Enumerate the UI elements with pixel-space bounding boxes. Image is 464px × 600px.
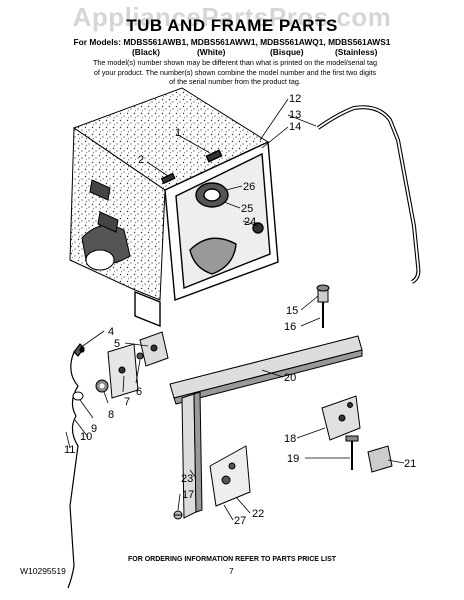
page-title: TUB AND FRAME PARTS: [126, 16, 338, 35]
callout-17: 17: [182, 489, 194, 501]
ordering-note: FOR ORDERING INFORMATION REFER TO PARTS …: [127, 556, 337, 563]
callout-2: 2: [138, 154, 144, 166]
hinge-support: [139, 331, 169, 367]
callout-6: 6: [136, 386, 142, 398]
leader-lines: [65, 98, 405, 521]
door-spring-assembly: [67, 343, 85, 589]
document-number: W10295519: [20, 566, 66, 576]
callout-1: 1: [175, 127, 181, 139]
stabilizer-bolt: [316, 284, 330, 328]
callout-9: 9: [91, 423, 97, 435]
callout-15: 15: [286, 305, 298, 317]
tub-front-frame: [134, 140, 279, 328]
callout-5: 5: [114, 338, 120, 350]
callout-13: 13: [289, 109, 301, 121]
color-white: (White): [197, 47, 226, 57]
door-gasket: [316, 105, 421, 284]
callout-10: 10: [80, 431, 92, 443]
page-number: 7: [229, 566, 234, 576]
callout-12: 12: [289, 93, 301, 105]
anchor-cover: [367, 445, 393, 473]
callout-18: 18: [284, 433, 296, 445]
door-bumper: [72, 391, 84, 401]
color-bisque: (Bisque): [270, 47, 304, 57]
callout-23: 23: [181, 473, 193, 485]
callout-22: 22: [252, 508, 264, 520]
callout-11: 11: [64, 444, 75, 456]
callout-16: 16: [284, 321, 296, 333]
callout-26: 26: [243, 181, 255, 193]
callout-25: 25: [241, 203, 253, 215]
color-stainless: (Stainless): [335, 47, 378, 57]
color-black: (Black): [132, 47, 160, 57]
callout-8: 8: [108, 409, 114, 421]
callout-24: 24: [244, 216, 256, 228]
callout-20: 20: [284, 372, 296, 384]
door-gasket-inner: [317, 106, 420, 283]
hinge-plate: [107, 343, 144, 399]
model-list: For Models: MDBS561AWB1, MDBS561AWW1, MD…: [73, 37, 391, 47]
front-trim-strip: [169, 335, 363, 405]
callout-14: 14: [289, 121, 301, 133]
anchor-bracket: [321, 395, 361, 470]
callout-labels: 1 2 4 5 6 7 8 9 10 11 12 13 14 15 16 17 …: [64, 93, 416, 527]
callout-19: 19: [287, 453, 299, 465]
callout-4: 4: [108, 326, 114, 338]
watermark: AppliancePartsPros.com: [72, 2, 392, 32]
callout-7: 7: [124, 396, 130, 408]
model-note: The model(s) number shown may be differe…: [93, 58, 377, 86]
side-panel: [181, 391, 251, 519]
door-washer-hole: [99, 383, 105, 389]
mounting-screw: [173, 510, 183, 520]
callout-27: 27: [234, 515, 246, 527]
callout-21: 21: [404, 458, 416, 470]
